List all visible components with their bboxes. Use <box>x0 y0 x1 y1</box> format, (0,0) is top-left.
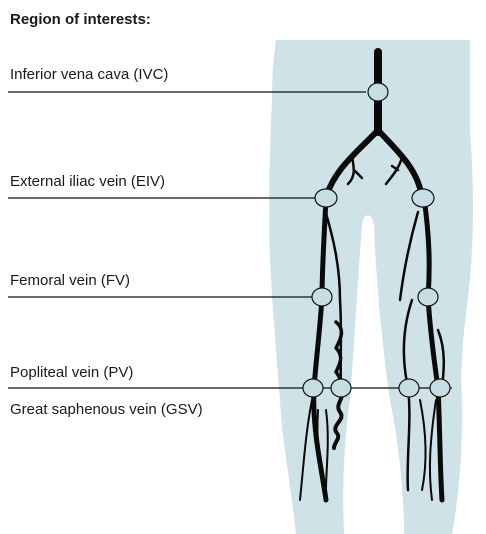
roi-gsv-right <box>399 379 419 397</box>
roi-eiv-right <box>412 189 434 207</box>
roi-eiv-left <box>315 189 337 207</box>
roi-fv-left <box>312 288 332 306</box>
ivc-label: Inferior vena cava (IVC) <box>10 66 168 84</box>
fv-label: Femoral vein (FV) <box>10 272 130 290</box>
eiv-label: External iliac vein (EIV) <box>10 173 165 191</box>
diagram-title: Region of interests: <box>10 11 151 28</box>
roi-ivc <box>368 83 388 101</box>
gsv-label: Great saphenous vein (GSV) <box>10 401 203 419</box>
pv-label: Popliteal vein (PV) <box>10 364 133 382</box>
roi-pv-right <box>430 379 450 397</box>
roi-fv-right <box>418 288 438 306</box>
roi-gsv-left <box>331 379 351 397</box>
roi-pv-left <box>303 379 323 397</box>
